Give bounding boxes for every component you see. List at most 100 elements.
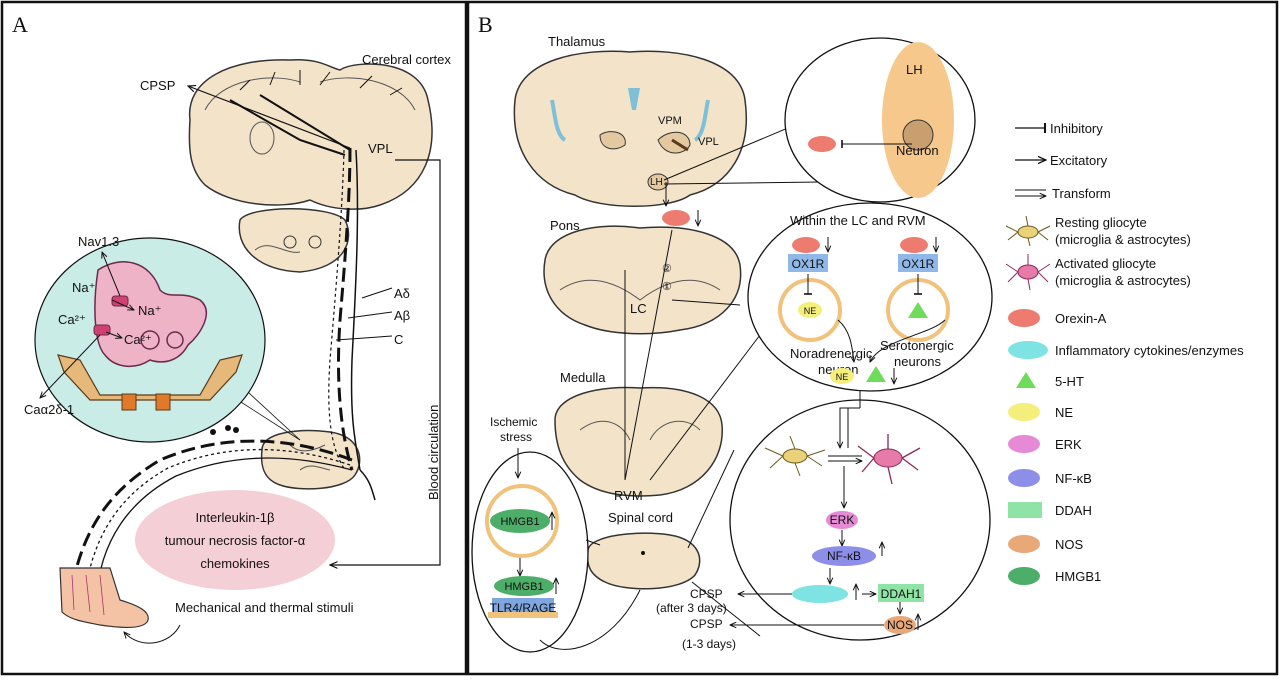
legend-excitatory: Excitatory xyxy=(1050,153,1108,168)
num1-label: ① xyxy=(662,281,672,293)
panel-a-border xyxy=(0,0,468,676)
erk-symbol xyxy=(1008,435,1040,453)
cytokine-3: chemokines xyxy=(200,556,270,571)
cytokines-symbol xyxy=(1008,341,1048,359)
na-in-label: Na⁺ xyxy=(72,280,95,295)
legend: Inhibitory Excitatory Transform Resting … xyxy=(1005,121,1244,585)
presynaptic-terminal xyxy=(94,261,207,367)
c-fiber-label: C xyxy=(394,332,403,347)
ca-out-label: Ca²⁺ xyxy=(124,332,152,347)
panel-a: A CPSP Cerebral cortex VPL xyxy=(12,12,451,644)
resting-gliocyte-symbol xyxy=(1005,215,1051,247)
lc-inset-title: Within the LC and RVM xyxy=(790,213,926,228)
cav-channel xyxy=(93,324,111,336)
pons-section xyxy=(543,225,742,335)
serotonergic-1: Serotonergic xyxy=(880,338,954,353)
na-out-label: Na⁺ xyxy=(138,303,161,318)
legend-resting-2: (microglia & astrocytes) xyxy=(1055,232,1191,247)
cpsp-early-2: (1-3 days) xyxy=(682,637,736,651)
vpm-label: VPM xyxy=(658,115,682,127)
hmgb1-top-label: HMGB1 xyxy=(500,516,539,528)
medulla-label: Medulla xyxy=(560,370,606,385)
ne-label: NE xyxy=(804,306,817,316)
thalamus-label: Thalamus xyxy=(548,34,606,49)
cpsp-label: CPSP xyxy=(140,78,175,93)
nos-symbol xyxy=(1008,535,1040,553)
resting-gliocyte-inset xyxy=(764,435,826,477)
cytokine-1: Interleukin-1β xyxy=(195,510,274,525)
thalamus-section xyxy=(513,50,747,207)
legend-nfkb: NF-κB xyxy=(1055,471,1092,486)
nos-node xyxy=(884,616,916,634)
tlr4-rage-label: TLR4/RAGE xyxy=(490,601,557,615)
hmgb1-bottom-label: HMGB1 xyxy=(504,581,543,593)
erk-label: ERK xyxy=(830,513,855,527)
num2-label: ② xyxy=(662,263,672,275)
cpsp-late-1: CPSP xyxy=(690,587,723,601)
ischemic-inset xyxy=(471,451,589,653)
cpsp-late-2: (after 3 days) xyxy=(656,601,727,615)
nfkb-node xyxy=(812,546,876,566)
hmgb1-top xyxy=(490,509,550,533)
nfkb-label: NF-κB xyxy=(827,549,861,563)
spinal-section-a xyxy=(260,429,361,490)
spinal-inset xyxy=(729,399,991,641)
cytokine-cloud xyxy=(135,490,335,590)
lh-small-label: LH xyxy=(650,177,663,188)
ddah-symbol xyxy=(1008,502,1042,518)
ox1r-right xyxy=(898,254,938,272)
ox1r-left xyxy=(788,254,828,272)
ca-in-label: Ca²⁺ xyxy=(58,312,86,327)
blood-circulation-label: Blood circulation xyxy=(426,405,441,500)
orexin-a-inset xyxy=(808,136,836,152)
noradrenergic-1: Noradrenergic xyxy=(790,346,873,361)
legend-activated-1: Activated gliocyte xyxy=(1055,256,1156,271)
legend-ne: NE xyxy=(1055,405,1073,420)
ischemic-stress-1: Ischemic xyxy=(490,415,537,429)
cpsp-early-1: CPSP xyxy=(690,617,723,631)
rvm-label: RVM xyxy=(614,488,643,503)
vpl-b-label: VPL xyxy=(698,136,719,148)
legend-resting-1: Resting gliocyte xyxy=(1055,215,1147,230)
spinal-section-b xyxy=(586,532,701,590)
5ht-symbol xyxy=(1016,372,1036,388)
paw xyxy=(59,567,149,628)
brain-section xyxy=(188,59,433,210)
brainstem-section xyxy=(238,208,350,273)
hmgb1-symbol xyxy=(1008,567,1040,585)
a-delta-label: Aδ xyxy=(394,286,410,301)
lh-inset-label: LH xyxy=(906,62,923,77)
ox1r-left-label: OX1R xyxy=(792,257,825,271)
ca-a2d1-label: Caα2δ-1 xyxy=(24,402,74,417)
panel-b-letter: B xyxy=(478,12,493,37)
neuron-label: Neuron xyxy=(896,143,939,158)
panel-b-border xyxy=(466,0,1279,676)
medulla-section xyxy=(554,386,723,497)
a-beta-label: Aβ xyxy=(394,308,410,323)
legend-5ht: 5-HT xyxy=(1055,374,1084,389)
5ht-in-neuron xyxy=(908,302,928,318)
hmgb1-bottom xyxy=(494,576,554,596)
panel-a-letter: A xyxy=(12,12,28,37)
erk-node xyxy=(826,511,858,529)
spinal-cord-label: Spinal cord xyxy=(608,510,673,525)
legend-ddah: DDAH xyxy=(1055,503,1092,518)
legend-erk: ERK xyxy=(1055,437,1082,452)
legend-inhibitory: Inhibitory xyxy=(1050,121,1103,136)
legend-transform: Transform xyxy=(1052,186,1111,201)
ne-in-neuron xyxy=(798,302,822,318)
activated-gliocyte-symbol xyxy=(1005,254,1051,291)
stimuli-label: Mechanical and thermal stimuli xyxy=(175,600,354,615)
ddah1-label: DDAH1 xyxy=(881,587,922,601)
serotonergic-2: neurons xyxy=(894,354,941,369)
panel-b: B Thalamus VPM VPL LH Pons LC ① ② Medull… xyxy=(471,12,993,653)
ddah1-node xyxy=(878,584,924,602)
cytokine-2: tumour necrosis factor-α xyxy=(165,533,306,548)
activated-gliocyte-inset xyxy=(857,434,921,485)
legend-nos: NOS xyxy=(1055,537,1084,552)
cerebral-cortex-label: Cerebral cortex xyxy=(362,52,451,67)
nfkb-symbol xyxy=(1008,469,1040,487)
ne-symbol xyxy=(1008,403,1040,421)
